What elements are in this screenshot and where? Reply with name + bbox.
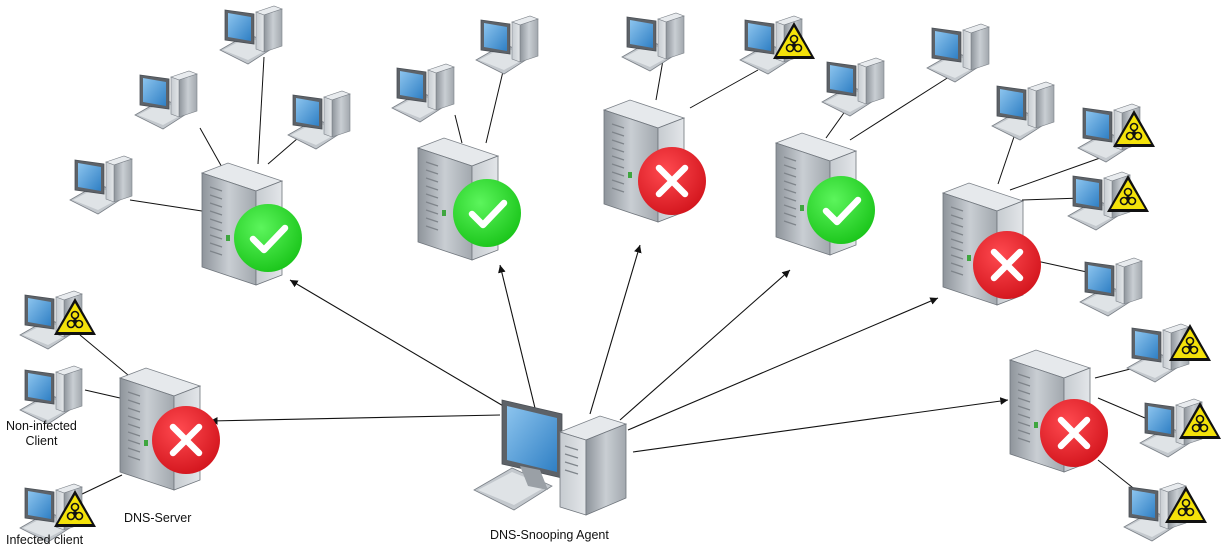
desktop-computer-icon	[219, 5, 283, 65]
dns-server-label: DNS-Server	[124, 511, 192, 525]
desktop-computer-icon	[621, 12, 685, 72]
desktop-computer-icon	[69, 155, 133, 215]
desktop-computer-icon	[1079, 257, 1143, 317]
infected-client-label: Infected client	[6, 533, 84, 547]
desktop-computer-icon	[991, 81, 1055, 141]
cross-badge-icon	[1040, 399, 1108, 467]
desktop-computer-icon	[287, 90, 351, 150]
desktop-computer-icon	[134, 70, 198, 130]
desktop-computer-icon	[821, 57, 885, 117]
desktop-computer-icon	[475, 15, 539, 75]
non-infected-client-label: Non-infected Client	[6, 419, 77, 449]
desktop-computer-icon	[926, 23, 990, 83]
desktop-computer-icon	[391, 63, 455, 123]
dns-snooping-agent-icon	[473, 399, 628, 516]
desktop-computer-icon	[19, 365, 83, 425]
non-infected-label-line2: Client	[25, 434, 58, 448]
check-badge-icon	[234, 204, 302, 272]
check-badge-icon	[807, 176, 875, 244]
dns-snooping-agent-label: DNS-Snooping Agent	[490, 528, 609, 542]
cross-badge-icon	[638, 147, 706, 215]
cross-badge-icon	[973, 231, 1041, 299]
non-infected-label-line1: Non-infected	[6, 419, 77, 433]
agent-arrows	[209, 244, 1009, 453]
check-badge-icon	[453, 179, 521, 247]
cross-badge-icon	[152, 406, 220, 474]
